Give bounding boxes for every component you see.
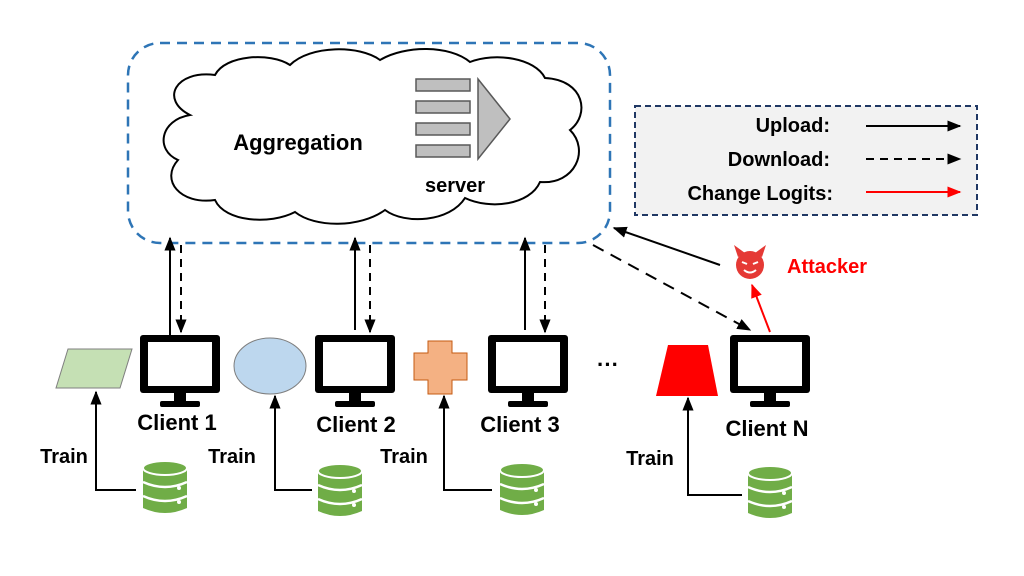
attacker-label: Attacker	[787, 256, 867, 278]
client3-data-cross	[413, 340, 468, 395]
clientN-data-trapezoid	[656, 345, 718, 396]
client2-database-icon	[316, 462, 364, 518]
client3-train-label: Train	[380, 446, 428, 468]
client3-label: Client 3	[480, 412, 559, 437]
clientN-train-arrow	[682, 396, 742, 496]
legend: Upload: Download: Change Logits:	[634, 105, 978, 216]
communication-arrows	[164, 226, 771, 340]
aggregation-label: Aggregation	[233, 130, 363, 155]
client2-monitor-icon	[315, 335, 395, 407]
client1-train-label: Train	[40, 446, 88, 468]
client1-train-arrow	[90, 390, 136, 491]
server-stack-icon	[415, 76, 511, 162]
clientN-download-arrow	[592, 244, 752, 331]
client1-data-parallelogram	[55, 348, 133, 389]
ellipsis-text: ···	[597, 352, 619, 377]
server-cloud	[162, 48, 583, 225]
client2-train-label: Train	[208, 446, 256, 468]
clientN-label: Client N	[725, 416, 808, 441]
legend-change-logits-label: Change Logits:	[687, 183, 833, 205]
client1-database-icon	[141, 459, 189, 515]
client3-database-icon	[498, 461, 546, 517]
attacker-change-logits-arrow	[751, 283, 771, 333]
clientN-monitor-icon	[730, 335, 810, 407]
legend-download-label: Download:	[728, 149, 830, 171]
client3-train-arrow	[438, 394, 492, 491]
client2-train-arrow	[269, 394, 312, 491]
clientN-database-icon	[746, 464, 794, 520]
devil-face-icon	[734, 245, 766, 279]
client2-data-ellipse	[233, 337, 307, 395]
client1-monitor-icon	[140, 335, 220, 407]
server-boundary	[126, 41, 612, 245]
client1-label: Client 1	[137, 410, 216, 435]
clientN-train-label: Train	[626, 448, 674, 470]
server-label: server	[425, 175, 485, 197]
client2-label: Client 2	[316, 412, 395, 437]
client3-monitor-icon	[488, 335, 568, 407]
legend-upload-label: Upload:	[756, 115, 830, 137]
attacker-upload-arrow	[612, 226, 721, 266]
